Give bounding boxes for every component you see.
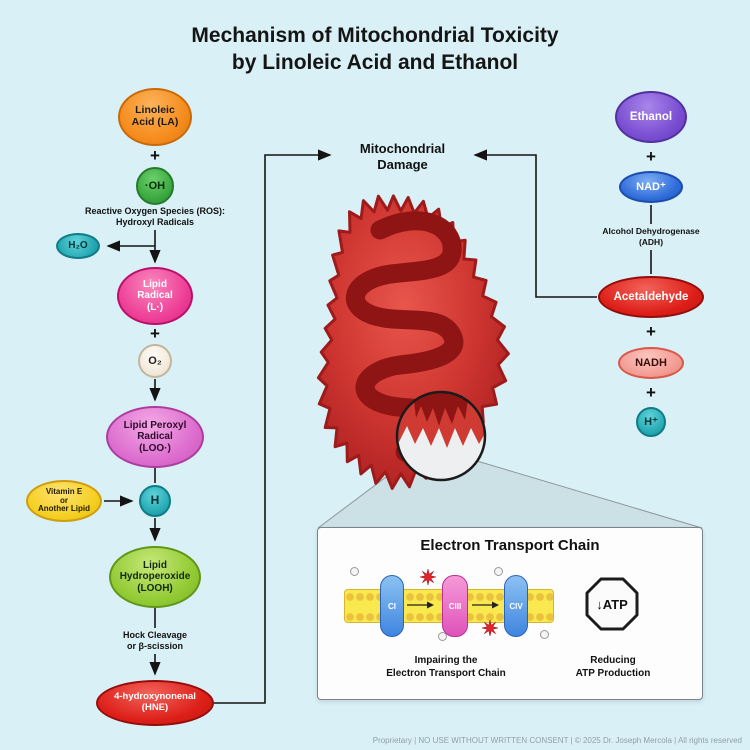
node-oxygen: O₂ <box>138 344 172 378</box>
node-lipid-hydroperoxide: Lipid Hydroperoxide (LOOH) <box>109 546 201 608</box>
proton-dot <box>350 567 359 576</box>
footer-text: Proprietary | NO USE WITHOUT WRITTEN CON… <box>372 736 742 745</box>
mitochondrial-damage-label: Mitochondrial Damage <box>359 141 446 172</box>
inset-title: Electron Transport Chain <box>420 537 600 554</box>
node-linoleic-acid: Linoleic Acid (LA) <box>118 88 192 146</box>
inset-box-electron-transport-chain: Electron Transport Chain CI CIII CIV <box>317 527 703 700</box>
cleavage-label: Hock Cleavage or β-scission <box>122 630 188 652</box>
node-hydroxyl-radical: ·OH <box>136 167 174 205</box>
node-vitamin-e: Vitamin E or Another Lipid <box>26 480 102 522</box>
complex-ciii-label: CIII <box>448 601 462 611</box>
electron-flow-arrow-icon <box>472 601 499 609</box>
ros-label: Reactive Oxygen Species (ROS): Hydroxyl … <box>84 206 226 228</box>
plus-symbol: + <box>150 324 160 343</box>
plus-symbol: + <box>646 322 656 341</box>
node-water: H₂O <box>56 233 100 259</box>
atp-label: ↓ATP <box>596 596 628 612</box>
plus-symbol: + <box>646 383 656 402</box>
node-nadh: NADH <box>618 347 684 379</box>
reducing-caption: Reducing ATP Production <box>575 655 651 679</box>
adh-label: Alcohol Dehydrogenase (ADH) <box>602 226 700 248</box>
node-hydrogen-ion: H⁺ <box>636 407 666 437</box>
plus-symbol: + <box>150 146 160 165</box>
zoom-cone-right-line <box>476 460 703 529</box>
complex-ci-label: CI <box>388 601 396 611</box>
node-lipid-peroxyl-radical: Lipid Peroxyl Radical (LOO·) <box>106 406 204 468</box>
membrane-illustration: CI CIII CIV <box>344 567 554 641</box>
complex-civ: CIV <box>504 575 528 637</box>
complex-ci: CI <box>380 575 404 637</box>
node-ethanol: Ethanol <box>615 91 687 143</box>
proton-dot <box>438 632 447 641</box>
node-acetaldehyde: Acetaldehyde <box>598 276 704 318</box>
arrow-hne-to-damage <box>214 149 332 704</box>
magnified-cristae <box>413 392 469 426</box>
magnifier-circle <box>395 390 487 482</box>
ros-burst-icon <box>420 569 436 585</box>
arrow-acetaldehyde-to-damage <box>473 149 597 298</box>
proton-dot <box>540 630 549 639</box>
page-title: Mechanism of Mitochondrial Toxicity by L… <box>191 24 559 75</box>
ros-burst-icon <box>482 620 498 636</box>
electron-flow-arrow-icon <box>407 601 434 609</box>
plus-symbol: + <box>646 147 656 166</box>
node-nad: NAD⁺ <box>619 171 683 203</box>
complex-ciii: CIII <box>442 575 468 637</box>
node-lipid-radical: Lipid Radical (L·) <box>117 267 193 325</box>
atp-octagon-icon <box>585 577 639 631</box>
magnifier-contents <box>397 392 485 480</box>
node-hydrogen: H <box>139 485 171 517</box>
impairing-caption: Impairing the Electron Transport Chain <box>386 655 506 679</box>
node-hne: 4-hydroxynonenal (HNE) <box>96 680 214 726</box>
proton-dot <box>494 567 503 576</box>
complex-civ-label: CIV <box>509 601 523 611</box>
atp-icon: ↓ATP <box>584 576 640 632</box>
